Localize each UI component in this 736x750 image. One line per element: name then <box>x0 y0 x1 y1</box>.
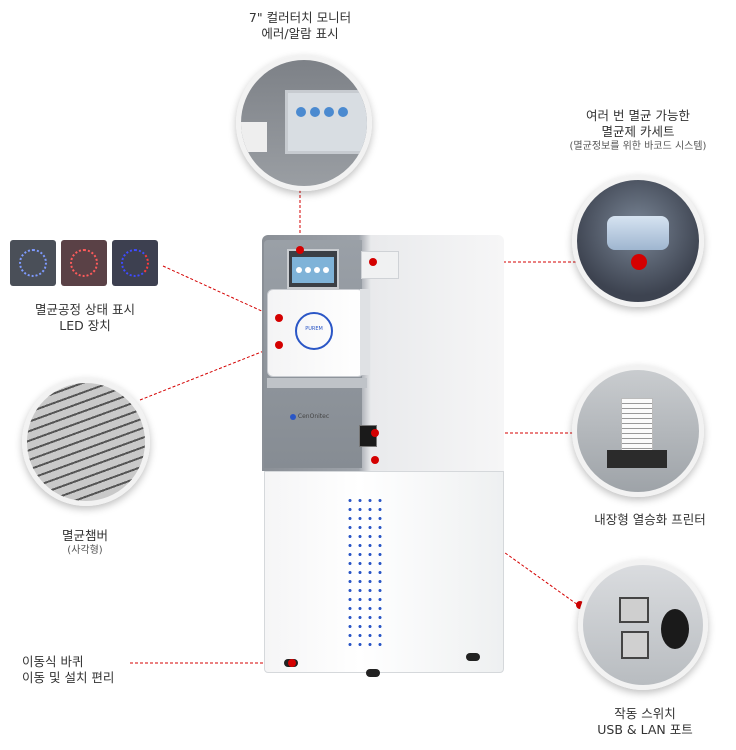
led-label: 멸균공정 상태 표시 LED 장치 <box>0 302 170 334</box>
cassette-label-line2: 멸균제 카세트 <box>601 124 675 139</box>
led-ring-icon <box>19 249 47 277</box>
cassette-pointer <box>369 258 377 266</box>
monitor-zoom-circle <box>236 55 372 191</box>
screen-button-icon <box>305 267 311 273</box>
switch-zoom-circle <box>578 560 708 690</box>
wheel-label: 이동식 바퀴 이동 및 설치 편리 <box>22 654 152 686</box>
led-label-line1: 멸균공정 상태 표시 <box>35 302 135 317</box>
monitor-pointer <box>296 246 304 254</box>
brand-text: CenOnitec <box>297 413 330 420</box>
screen-button-icon <box>324 107 334 117</box>
printer-label-line1: 내장형 열승화 프린터 <box>594 512 706 527</box>
led-sample-red <box>61 240 107 286</box>
door-logo: PUREM <box>305 326 323 332</box>
touch-monitor[interactable] <box>287 249 339 289</box>
door-side <box>360 289 370 375</box>
screen-button-icon <box>323 267 329 273</box>
led-label-line2: LED 장치 <box>59 318 111 333</box>
monitor-zoom-screen <box>285 90 367 154</box>
lan-port-icon <box>621 631 649 659</box>
led-sample-blue-red <box>112 240 158 286</box>
led-pointer <box>275 314 283 322</box>
led-sample-blue <box>10 240 56 286</box>
monitor-label: 7" 컬러터치 모니터 에러/알람 표시 <box>210 10 390 42</box>
chamber-pointer <box>275 341 283 349</box>
switch-pointer <box>371 456 379 464</box>
printer-pointer <box>371 429 379 437</box>
brand-mark: CenOnitec <box>290 413 350 420</box>
chamber-label-line2: (사각형) <box>67 545 103 556</box>
usb-port-icon <box>619 597 649 623</box>
cassette-label-line3: (멸균정보를 위한 바코드 시스템) <box>569 141 707 152</box>
screen-button-icon <box>296 267 302 273</box>
led-ring <box>295 312 333 350</box>
printer-paper <box>621 398 653 458</box>
printer-label: 내장형 열승화 프린터 <box>570 512 730 528</box>
wheel-pointer <box>288 659 296 667</box>
wheel-label-line2: 이동 및 설치 편리 <box>22 670 115 685</box>
printer-zoom-circle <box>572 365 704 497</box>
vent-panel <box>345 496 385 646</box>
switch-label: 작동 스위치 USB & LAN 포트 <box>580 706 710 738</box>
monitor-zoom-buttons <box>296 107 360 129</box>
chamber-label: 멸균챔버 (사각형) <box>30 528 140 558</box>
monitor-label-line2: 에러/알람 표시 <box>261 26 339 41</box>
screen-button-icon <box>314 267 320 273</box>
brand-logo-icon <box>290 413 296 420</box>
monitor-screen <box>292 257 334 283</box>
wheel <box>466 653 480 661</box>
cassette-label: 여러 번 멸균 가능한 멸균제 카세트 (멸균정보를 위한 바코드 시스템) <box>540 108 736 154</box>
cassette-zoom-circle <box>572 175 704 307</box>
chamber-label-line1: 멸균챔버 <box>61 528 108 543</box>
led-ring-icon <box>70 249 98 277</box>
screen-button-icon <box>296 107 306 117</box>
wheel-label-line1: 이동식 바퀴 <box>22 654 84 669</box>
screen-button-icon <box>310 107 320 117</box>
cassette-door[interactable] <box>361 251 399 279</box>
cassette-red-button <box>631 254 647 270</box>
wheel <box>366 669 380 677</box>
led-ring-icon <box>121 249 149 277</box>
chamber-connector <box>139 344 280 401</box>
led-connector <box>162 265 278 319</box>
cassette-label-line1: 여러 번 멸균 가능한 <box>586 108 690 123</box>
switch-label-line1: 작동 스위치 <box>614 706 676 721</box>
chamber-door[interactable]: PUREM <box>267 289 364 377</box>
chamber-zoom-circle <box>22 378 150 506</box>
lower-cabinet <box>264 471 504 673</box>
power-switch-icon <box>661 609 689 649</box>
monitor-label-line1: 7" 컬러터치 모니터 <box>248 10 352 25</box>
cassette-body <box>607 216 669 250</box>
printer-housing <box>607 450 667 468</box>
switch-label-line2: USB & LAN 포트 <box>597 722 693 737</box>
sterilizer-device: PUREM CenOnitec <box>262 235 504 677</box>
door-sill <box>267 378 367 388</box>
monitor-zoom-bezel <box>241 122 267 152</box>
screen-button-icon <box>338 107 348 117</box>
